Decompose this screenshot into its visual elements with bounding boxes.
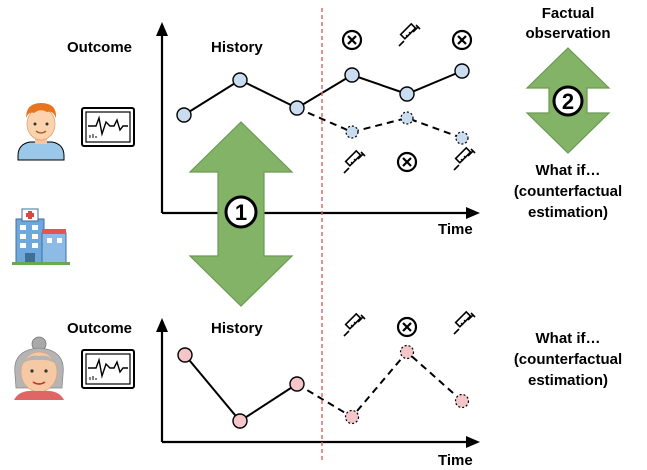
top-counterfactual-point [345, 125, 359, 139]
close-icon [396, 316, 418, 338]
top-whatif-line1: What if… [536, 162, 601, 179]
bottom-whatif-line1: What if… [536, 330, 601, 347]
bottom-counterfactual-point [399, 344, 415, 360]
hospital-icon [12, 208, 70, 265]
top-counterfactual-point [400, 111, 414, 125]
top-history-point [176, 107, 192, 123]
badge-2-number: 2 [562, 89, 574, 114]
bottom-counterfactual-point [344, 409, 360, 425]
badge-1 [224, 195, 258, 229]
elderly-patient-icon [14, 336, 64, 400]
bottom-counterfactual-point [454, 393, 470, 409]
top-y-axis-label: Outcome [67, 39, 132, 56]
top-counterfactual-line [296, 107, 463, 139]
bottom-y-axis-label: Outcome [67, 320, 132, 337]
bottom-whatif-line3: estimation) [528, 372, 608, 389]
top-factual-line [183, 70, 463, 116]
patient-monitor-icon [81, 107, 135, 147]
bottom-history-label: History [211, 320, 263, 337]
close-icon [396, 151, 418, 173]
syringe-icon [398, 23, 421, 47]
factual-label-line1: Factual [542, 5, 595, 22]
top-factual-point [344, 67, 360, 83]
factual-label-line2: observation [525, 25, 610, 42]
young-patient-icon [17, 103, 65, 161]
syringe-icon [343, 150, 366, 174]
syringe-icon [453, 311, 476, 335]
top-y-axis-arrowhead [156, 22, 168, 36]
bottom-history-line [184, 354, 298, 423]
syringe-icon [343, 313, 366, 337]
bottom-history-point [232, 413, 248, 429]
bottom-y-axis-arrowhead [156, 318, 168, 332]
bottom-whatif-line2: (counterfactual [514, 351, 622, 368]
top-factual-point [454, 63, 470, 79]
bottom-x-axis-arrowhead [466, 436, 480, 448]
top-x-axis-label: Time [438, 221, 473, 238]
top-history-point [232, 72, 248, 88]
close-icon [341, 29, 363, 51]
badge-1-number: 1 [235, 200, 247, 225]
syringe-icon [453, 147, 476, 171]
top-whatif-line3: estimation) [528, 204, 608, 221]
top-history-point [289, 100, 305, 116]
close-icon [451, 29, 473, 51]
patient-monitor-icon [81, 349, 135, 389]
bottom-history-point [289, 376, 305, 392]
badge-2 [552, 85, 584, 117]
bottom-counterfactual-line [296, 350, 463, 419]
top-counterfactual-point [455, 131, 469, 145]
top-history-label: History [211, 39, 263, 56]
top-whatif-line2: (counterfactual [514, 183, 622, 200]
top-factual-point [399, 86, 415, 102]
top-x-axis-arrowhead [466, 207, 480, 219]
bottom-history-point [177, 347, 193, 363]
bottom-x-axis-label: Time [438, 452, 473, 469]
